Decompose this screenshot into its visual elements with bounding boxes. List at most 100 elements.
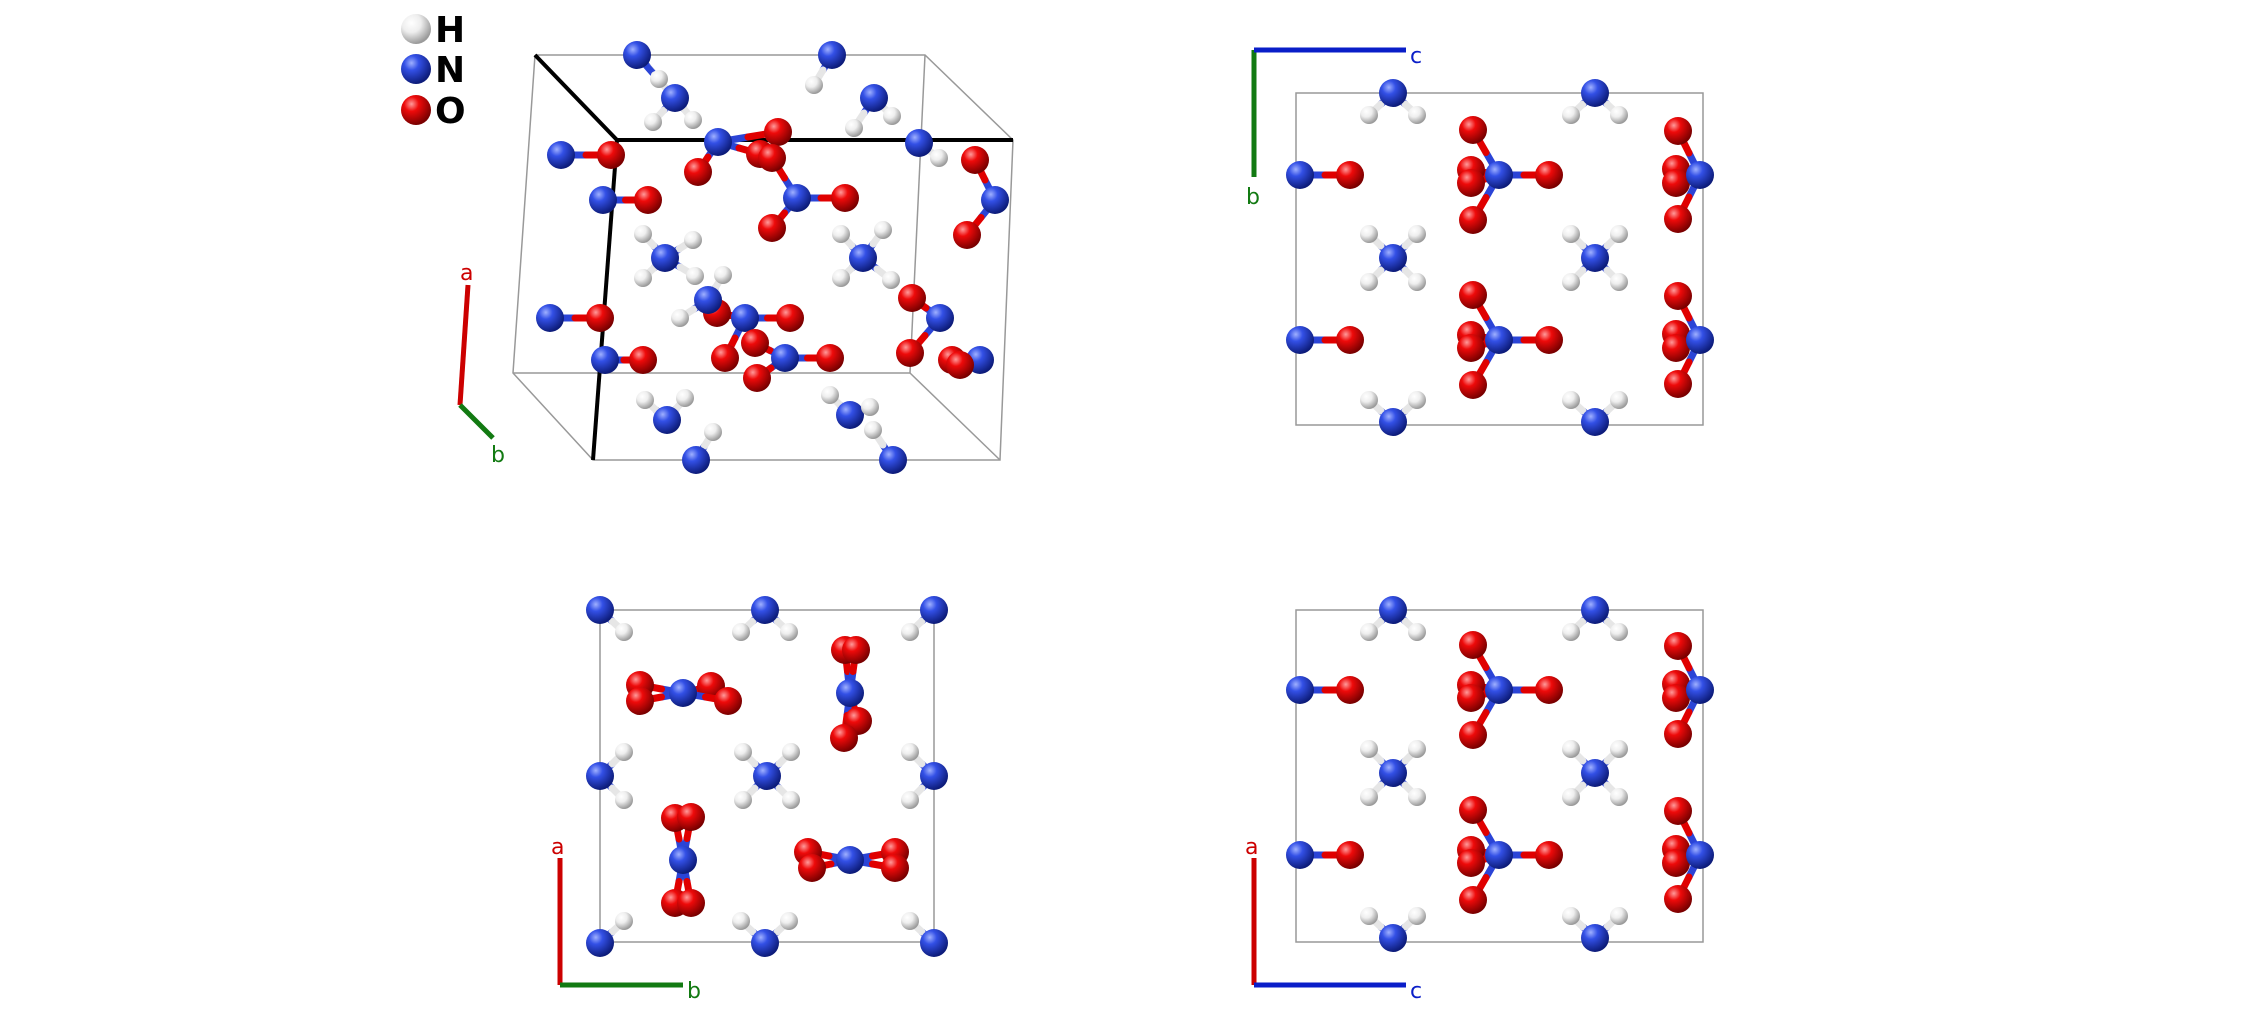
hydrogen-atom xyxy=(1360,273,1378,291)
hydrogen-atom xyxy=(732,912,750,930)
nitrogen-atom xyxy=(920,929,948,957)
nitrogen-atom xyxy=(1581,759,1609,787)
nitrogen-atom-icon xyxy=(401,54,431,84)
nitrogen-atom xyxy=(1379,408,1407,436)
axis-triad: a b xyxy=(551,835,701,1004)
legend-label-o: O xyxy=(435,91,466,132)
axis-a-line xyxy=(457,284,471,406)
hydrogen-atom xyxy=(1562,273,1580,291)
nitrogen-atom xyxy=(771,344,799,372)
oxygen-atom xyxy=(1664,370,1692,398)
oxygen-atom xyxy=(1457,849,1485,877)
hydrogen-atom xyxy=(1562,391,1580,409)
oxygen-atom xyxy=(1664,632,1692,660)
oxygen-atom xyxy=(764,118,792,146)
hydrogen-atom xyxy=(780,623,798,641)
axis-c-label: c xyxy=(1410,979,1422,1004)
legend: H N O xyxy=(401,10,466,132)
oxygen-atom xyxy=(711,344,739,372)
nitrogen-atom xyxy=(751,929,779,957)
nitrogen-atom xyxy=(1581,924,1609,952)
legend-item-o: O xyxy=(401,91,466,132)
oxygen-atom xyxy=(1664,720,1692,748)
hydrogen-atom xyxy=(676,389,694,407)
nitrogen-atom xyxy=(818,41,846,69)
oxygen-atom xyxy=(634,186,662,214)
nitrogen-atom xyxy=(661,84,689,112)
hydrogen-atom xyxy=(1610,106,1628,124)
unit-cell-box xyxy=(1295,609,1704,943)
hydrogen-atom xyxy=(615,743,633,761)
hydrogen-atom xyxy=(832,225,850,243)
hydrogen-atom xyxy=(930,149,948,167)
nitrogen-atom xyxy=(751,596,779,624)
nitrogen-atom xyxy=(1485,161,1513,189)
molecules xyxy=(1286,596,1714,952)
axis-a-label: a xyxy=(551,835,564,860)
hydrogen-atom xyxy=(845,119,863,137)
oxygen-atom xyxy=(946,351,974,379)
oxygen-atom xyxy=(677,889,705,917)
nitrogen-atom xyxy=(879,446,907,474)
oxygen-atom xyxy=(1535,841,1563,869)
unit-cell-box xyxy=(1295,92,1704,426)
oxygen-atom xyxy=(1459,371,1487,399)
nitrogen-atom xyxy=(586,596,614,624)
oxygen-atom xyxy=(1459,116,1487,144)
nitrogen-atom xyxy=(1581,79,1609,107)
hydrogen-atom xyxy=(615,623,633,641)
oxygen-atom xyxy=(1459,886,1487,914)
molecules xyxy=(536,41,1009,474)
oxygen-atom xyxy=(1459,206,1487,234)
oxygen-atom xyxy=(1664,282,1692,310)
oxygen-atom xyxy=(1535,326,1563,354)
nitrogen-atom xyxy=(1485,676,1513,704)
nitrogen-atom xyxy=(1286,326,1314,354)
axis-b-line xyxy=(458,403,495,440)
nitrogen-atom xyxy=(836,846,864,874)
legend-item-n: N xyxy=(401,50,465,91)
axis-c-label: c xyxy=(1410,44,1422,69)
hydrogen-atom xyxy=(1610,788,1628,806)
nitrogen-atom xyxy=(589,186,617,214)
oxygen-atom xyxy=(1336,326,1364,354)
nitrogen-atom xyxy=(1379,244,1407,272)
legend-label-h: H xyxy=(435,10,465,51)
oxygen-atom xyxy=(1662,169,1690,197)
oxygen-atom xyxy=(1336,676,1364,704)
hydrogen-atom xyxy=(1610,273,1628,291)
hydrogen-atom xyxy=(1562,740,1580,758)
oxygen-atom xyxy=(1664,205,1692,233)
nitrogen-atom xyxy=(653,406,681,434)
ac-view-panel: a c xyxy=(1245,596,1714,1004)
hydrogen-atom xyxy=(1408,225,1426,243)
oxygen-atom xyxy=(798,854,826,882)
hydrogen-atom-icon xyxy=(401,14,431,44)
nitrogen-atom xyxy=(1581,244,1609,272)
oxygen-atom xyxy=(758,144,786,172)
hydrogen-atom xyxy=(1562,907,1580,925)
hydrogen-atom xyxy=(882,271,900,289)
hydrogen-atom xyxy=(615,791,633,809)
hydrogen-atom xyxy=(684,111,702,129)
nitrogen-atom xyxy=(1286,676,1314,704)
axis-triad: a b xyxy=(457,261,505,468)
oxygen-atom xyxy=(881,854,909,882)
hydrogen-atom xyxy=(1562,788,1580,806)
nitrogen-atom xyxy=(783,184,811,212)
nitrogen-atom xyxy=(1581,596,1609,624)
nitrogen-atom xyxy=(1379,596,1407,624)
nitrogen-atom xyxy=(920,596,948,624)
hydrogen-atom xyxy=(782,791,800,809)
nitrogen-atom xyxy=(731,304,759,332)
oxygen-atom xyxy=(1336,161,1364,189)
molecules xyxy=(1286,79,1714,436)
oxygen-atom xyxy=(597,141,625,169)
hydrogen-atom xyxy=(714,266,732,284)
hydrogen-atom xyxy=(1408,788,1426,806)
nitrogen-atom xyxy=(1485,841,1513,869)
hydrogen-atom xyxy=(832,269,850,287)
nitrogen-atom xyxy=(753,762,781,790)
hydrogen-atom xyxy=(686,267,704,285)
hydrogen-atom xyxy=(615,912,633,930)
